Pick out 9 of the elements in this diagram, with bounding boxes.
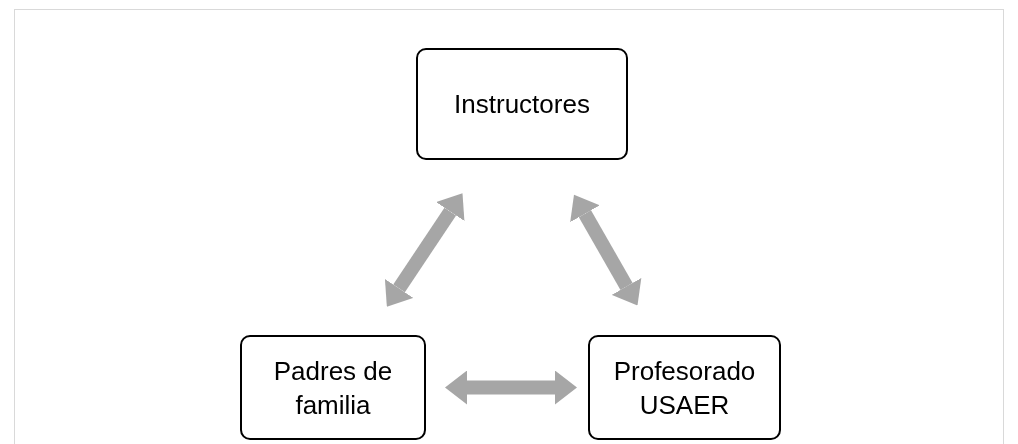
box-label: Padres de familia (272, 354, 394, 422)
rounded-box (588, 335, 781, 440)
rounded-box (416, 48, 628, 160)
box-label: Profesorado USAER (612, 354, 757, 422)
box-label: Instructores (454, 88, 590, 121)
double-arrow (445, 370, 577, 405)
double-arrow (570, 194, 642, 306)
rounded-box (240, 335, 426, 440)
double-arrow (384, 193, 465, 307)
